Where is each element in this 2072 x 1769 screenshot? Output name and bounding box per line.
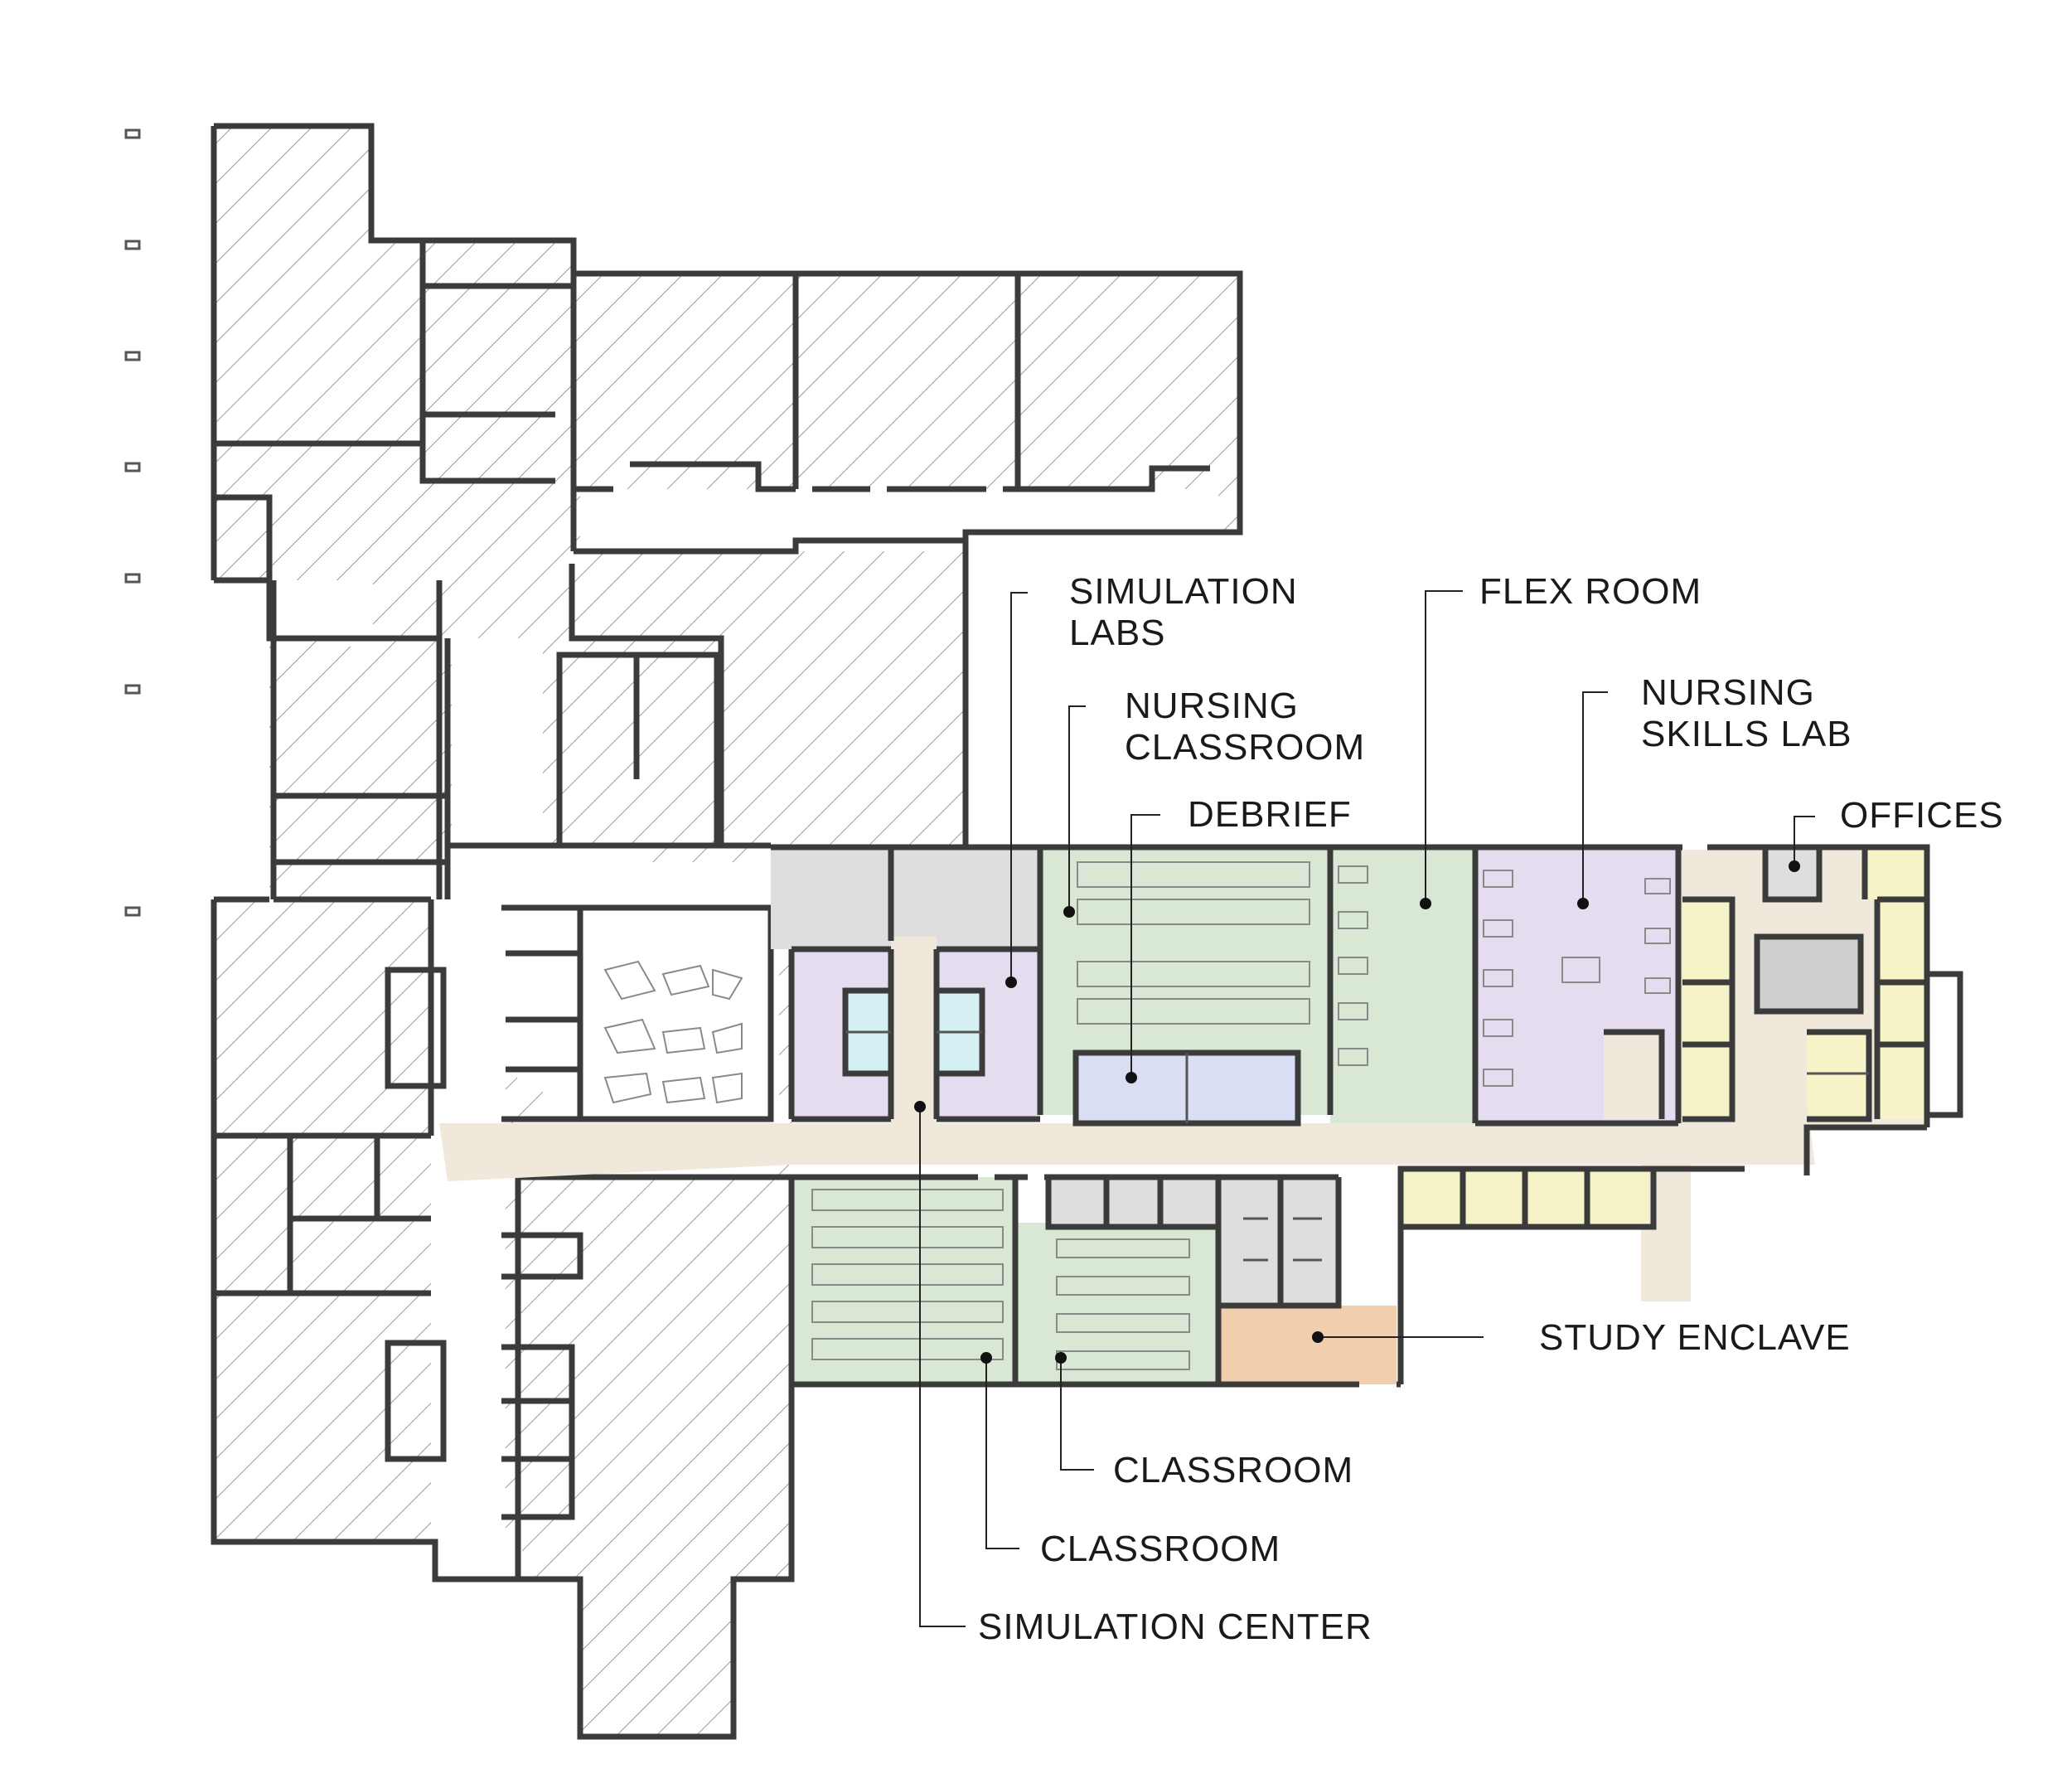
study-enclave-room	[1218, 1306, 1397, 1384]
existing-building	[211, 123, 1243, 1740]
control-room	[845, 991, 891, 1032]
beds	[1338, 865, 1671, 1087]
classroom-room	[1015, 1223, 1218, 1384]
classroom-desks	[811, 861, 1310, 1370]
label-study-enclave: STUDY ENCLAVE	[1539, 1317, 1851, 1358]
grid-markers	[124, 128, 141, 917]
main-corridor	[439, 1103, 1815, 1301]
room-labels: SIMULATION LABS NURSING CLASSROOM DEBRIE…	[978, 571, 2004, 1647]
label-debrief: DEBRIEF	[1188, 794, 1352, 835]
office	[1525, 1169, 1587, 1225]
label-nursing-classroom-line2: CLASSROOM	[1125, 727, 1365, 768]
label-simulation-labs-line2: LABS	[1069, 613, 1166, 653]
office	[1401, 1169, 1463, 1225]
label-nursing-skills-lab-line1: NURSING	[1641, 672, 1815, 713]
classroom-room	[792, 1177, 1015, 1384]
label-simulation-labs-line1: SIMULATION	[1069, 571, 1298, 612]
office	[1765, 850, 1819, 899]
office	[1604, 1032, 1662, 1119]
label-nursing-classroom-line1: NURSING	[1125, 686, 1299, 726]
office	[1865, 850, 1927, 899]
support-room	[771, 850, 891, 949]
lab-tables	[603, 960, 743, 1104]
control-room	[937, 991, 982, 1032]
label-offices: OFFICES	[1840, 795, 2004, 836]
label-nursing-skills-lab-line2: SKILLS LAB	[1641, 714, 1852, 754]
office	[1807, 1032, 1869, 1119]
sim-center-corridor	[891, 937, 937, 1127]
support-room	[891, 850, 1040, 949]
office	[1587, 1169, 1649, 1225]
renovation-area	[439, 844, 1963, 1388]
office	[1682, 899, 1732, 1119]
flex-room-room	[1330, 850, 1475, 1123]
conference-room	[1757, 937, 1861, 1011]
label-simulation-center: SIMULATION CENTER	[978, 1607, 1372, 1647]
label-classroom-upper: CLASSROOM	[1113, 1450, 1353, 1490]
label-classroom-lower: CLASSROOM	[1040, 1529, 1280, 1569]
office	[1463, 1169, 1525, 1225]
support-room	[1048, 1177, 1218, 1227]
control-room	[845, 1032, 891, 1074]
office	[1877, 899, 1927, 1119]
label-flex-room: FLEX ROOM	[1479, 571, 1702, 612]
control-room	[937, 1032, 982, 1074]
callouts	[914, 590, 1815, 1627]
